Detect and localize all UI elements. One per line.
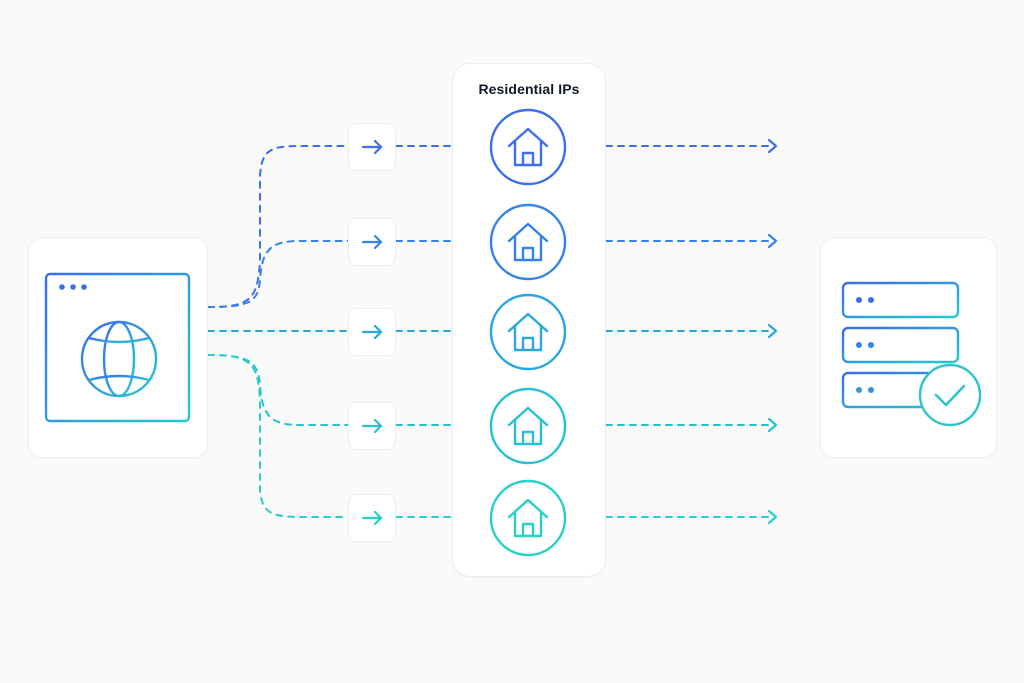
browser-globe-icon <box>44 272 191 423</box>
house-icon <box>489 203 567 281</box>
house-icon <box>489 479 567 557</box>
server-stack-icon <box>841 281 982 427</box>
relay-arrow-3 <box>348 308 396 356</box>
arrow-right-icon <box>361 510 383 526</box>
arrow-right-icon <box>767 138 778 154</box>
connector-line-5 <box>207 354 349 518</box>
check-circle-icon <box>918 363 982 427</box>
arrow-right-icon <box>361 418 383 434</box>
server-card <box>820 237 997 458</box>
arrow-right-icon <box>767 323 778 339</box>
connector-line-2 <box>207 240 349 308</box>
residential-ips-panel: Residential IPs <box>452 63 606 577</box>
client-card <box>28 237 208 458</box>
house-icon <box>489 387 567 465</box>
arrow-right-icon <box>361 234 383 250</box>
panel-title: Residential IPs <box>478 81 580 97</box>
relay-arrow-2 <box>348 218 396 266</box>
arrow-right-icon <box>767 233 778 249</box>
relay-arrow-4 <box>348 402 396 450</box>
connector-line-1 <box>207 145 349 308</box>
arrow-right-icon <box>767 417 778 433</box>
relay-arrow-5 <box>348 494 396 542</box>
house-icons <box>489 108 567 557</box>
arrow-right-icon <box>767 509 778 525</box>
house-icon <box>489 108 567 186</box>
relay-arrow-1 <box>348 123 396 171</box>
arrow-right-icon <box>361 139 383 155</box>
house-icon <box>489 293 567 371</box>
arrow-right-icon <box>361 324 383 340</box>
